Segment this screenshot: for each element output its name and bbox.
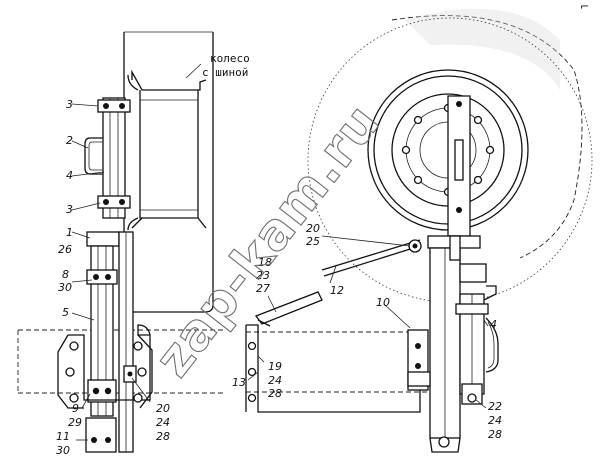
right-bracket xyxy=(407,95,499,453)
mounting-plate xyxy=(57,324,153,409)
middle-view: 18 23 27 13 19 24 28 12 10 xyxy=(232,239,435,413)
telescopic-strut xyxy=(85,231,134,453)
callout-26: 26 xyxy=(58,243,72,256)
callout-27: 27 xyxy=(256,282,270,295)
callout-28-right: 28 xyxy=(488,428,502,441)
callout-22: 22 xyxy=(488,400,502,413)
callout-1: 1 xyxy=(66,226,73,239)
callout-30-lower: 30 xyxy=(56,444,70,457)
callout-3-top: 3 xyxy=(66,98,73,111)
callout-4-left: 4 xyxy=(66,169,73,182)
callout-24-middle: 24 xyxy=(268,374,282,387)
right-leaders xyxy=(321,235,489,409)
wheel-label-line2: с шиной xyxy=(202,66,248,79)
callout-28-middle: 28 xyxy=(268,387,282,400)
callout-24-right: 24 xyxy=(488,414,502,427)
callout-30-upper: 30 xyxy=(58,281,72,294)
mudguard-support-bar xyxy=(84,97,131,219)
callout-4-right: 4 xyxy=(490,318,497,331)
callout-20-right: 20 xyxy=(306,222,320,235)
callout-2: 2 xyxy=(66,134,73,147)
frame-beam-left xyxy=(17,329,225,394)
left-leaders xyxy=(71,103,151,441)
callout-10: 10 xyxy=(376,296,390,309)
callout-28-left: 28 xyxy=(156,430,170,443)
wheel-tire-outline xyxy=(123,31,214,313)
callout-8: 8 xyxy=(62,268,69,281)
left-view: колесо с шиной xyxy=(17,31,250,457)
callout-11: 11 xyxy=(56,430,70,443)
callout-24-left: 24 xyxy=(156,416,170,429)
callout-23: 23 xyxy=(256,269,270,282)
right-view: 20 25 4 22 24 28 ⌐ xyxy=(306,0,593,453)
corner-mark: ⌐ xyxy=(580,0,589,13)
callout-9: 9 xyxy=(72,402,79,415)
watermark: zap-kam.ru xyxy=(144,93,391,387)
callout-3-bottom: 3 xyxy=(66,203,73,216)
callout-5: 5 xyxy=(62,306,69,319)
callout-13: 13 xyxy=(232,376,246,389)
callout-19: 19 xyxy=(268,360,282,373)
callout-25: 25 xyxy=(306,235,320,248)
callout-18: 18 xyxy=(258,256,272,269)
callout-29: 29 xyxy=(68,416,82,429)
wheel-label: колесо с шиной xyxy=(185,52,250,79)
left-callouts: 3 2 4 3 1 26 8 30 5 9 29 11 30 20 24 28 xyxy=(56,98,170,457)
right-callouts: 20 25 4 22 24 28 xyxy=(306,222,502,441)
wheel-label-line1: колесо xyxy=(210,52,250,65)
callout-12: 12 xyxy=(330,284,344,297)
callout-20-left: 20 xyxy=(156,402,170,415)
